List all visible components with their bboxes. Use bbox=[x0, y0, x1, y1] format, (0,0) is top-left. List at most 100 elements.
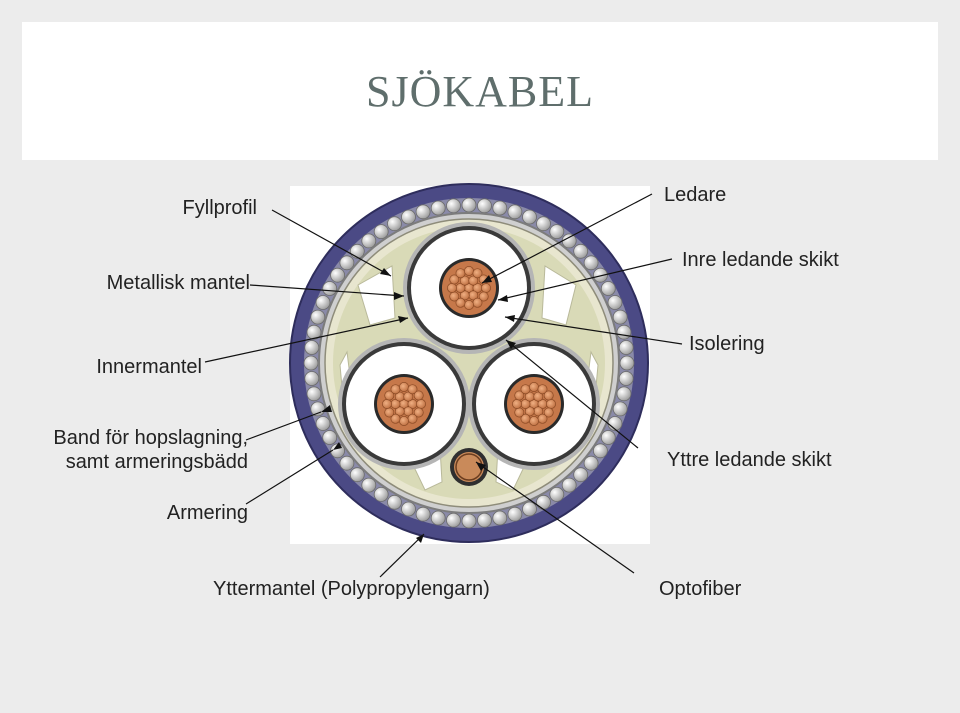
armour-wire bbox=[304, 340, 320, 355]
conductor-strand bbox=[468, 275, 479, 286]
conductor-strand bbox=[390, 384, 401, 395]
label-isolering: Isolering bbox=[689, 333, 765, 355]
armour-wire bbox=[304, 371, 320, 386]
armour-wire bbox=[387, 494, 402, 510]
label-inre-ledande-skikt: Inre ledande skikt bbox=[682, 249, 839, 271]
armour-wire bbox=[600, 430, 616, 445]
label-band-line1: Band för hopslagning, bbox=[53, 427, 248, 449]
label-armering: Armering bbox=[166, 502, 248, 524]
armour-wire bbox=[616, 386, 632, 402]
armour-wire bbox=[549, 224, 565, 240]
leader-armering bbox=[245, 449, 334, 505]
armour-wire bbox=[492, 200, 508, 216]
armour-wire bbox=[593, 267, 608, 283]
armour-wire bbox=[339, 455, 355, 471]
leader-yttermantel bbox=[379, 533, 425, 578]
armour-wire bbox=[349, 467, 365, 483]
armour-wire bbox=[306, 324, 322, 340]
conductor-strand bbox=[449, 274, 460, 285]
armour-wire bbox=[361, 233, 377, 249]
armour-wire bbox=[549, 486, 565, 502]
armour-wire bbox=[536, 494, 551, 510]
label-optofiber: Optofiber bbox=[659, 578, 742, 600]
armour-wire bbox=[315, 295, 331, 310]
conductor-strand bbox=[390, 413, 401, 424]
leader-metallisk-mantel bbox=[249, 284, 405, 297]
conductor-strand bbox=[447, 283, 457, 293]
conductor-strand bbox=[543, 407, 554, 418]
armour-wire bbox=[612, 401, 628, 417]
armour-wire bbox=[446, 198, 461, 214]
armour-wire bbox=[583, 455, 599, 471]
armour-wire bbox=[522, 501, 537, 517]
label-fyllprofil: Fyllprofil bbox=[182, 197, 257, 219]
armour-wire bbox=[415, 506, 431, 522]
armour-wire bbox=[507, 506, 523, 522]
conductor-strand bbox=[413, 407, 424, 418]
armour-wire bbox=[322, 281, 338, 296]
conductor-strand bbox=[403, 391, 414, 402]
armour-wire bbox=[387, 216, 402, 232]
conductor-strand bbox=[472, 268, 483, 279]
armour-wire bbox=[349, 243, 365, 259]
armour-wire bbox=[583, 255, 599, 271]
conductor-strand bbox=[543, 390, 554, 401]
label-yttre-ledande-skikt: Yttre ledande skikt bbox=[667, 449, 832, 471]
armour-wire bbox=[507, 204, 523, 220]
conductor-strand bbox=[464, 266, 474, 276]
armour-wire bbox=[401, 501, 416, 517]
conductor-strand bbox=[407, 384, 418, 395]
conductor-strand bbox=[472, 297, 483, 308]
armour-wire bbox=[461, 513, 477, 529]
armour-wire bbox=[573, 467, 589, 483]
slide-title: SJÖKABEL bbox=[365, 67, 595, 116]
conductor-strand bbox=[520, 413, 531, 424]
conductor-strand bbox=[416, 399, 426, 409]
label-metallisk-mantel: Metallisk mantel bbox=[106, 272, 250, 294]
armour-wire bbox=[492, 510, 508, 526]
armour-wire bbox=[600, 281, 616, 296]
armour-wire bbox=[619, 355, 635, 371]
armour-wire bbox=[618, 340, 634, 355]
armour-wire bbox=[373, 224, 389, 240]
conductor-strand bbox=[384, 407, 395, 418]
armour-wire bbox=[522, 209, 537, 225]
core-left bbox=[338, 338, 470, 470]
conductor-strand bbox=[478, 291, 489, 302]
leader-arrowheads bbox=[321, 268, 516, 543]
armour-wire bbox=[315, 416, 331, 431]
conductor-strand bbox=[407, 413, 418, 424]
conductor-strand bbox=[520, 384, 531, 395]
conductor-strand bbox=[455, 297, 466, 308]
label-yttermantel: Yttermantel (Polypropylengarn) bbox=[213, 578, 490, 600]
armour-wire bbox=[430, 200, 446, 216]
conductor-strand bbox=[399, 382, 409, 392]
core-right bbox=[468, 338, 600, 470]
armour-wire bbox=[430, 510, 446, 526]
conductor-strand bbox=[537, 413, 548, 424]
leader-inre-ledande-skikt bbox=[497, 258, 673, 301]
conductor-strand bbox=[512, 399, 522, 409]
conductor-strand bbox=[514, 407, 525, 418]
conductor-strand bbox=[394, 406, 405, 417]
conductor-strand bbox=[455, 268, 466, 279]
label-innermantel: Innermantel bbox=[96, 356, 202, 378]
armour-wire bbox=[446, 512, 461, 528]
armour-wire bbox=[339, 255, 355, 271]
armour-wire bbox=[477, 512, 492, 528]
leader-yttre-ledande-skikt bbox=[505, 339, 639, 449]
leader-ledare bbox=[481, 193, 653, 284]
armour-wire bbox=[618, 371, 634, 386]
armour-wire bbox=[310, 309, 326, 325]
conductor-strand bbox=[399, 416, 409, 426]
conductor-strand bbox=[546, 399, 556, 409]
label-ledare: Ledare bbox=[664, 184, 727, 206]
conductor-strand bbox=[529, 382, 539, 392]
optical-fibre bbox=[450, 448, 488, 486]
core-top bbox=[403, 222, 535, 354]
armour-wire bbox=[593, 443, 608, 459]
leader-isolering bbox=[504, 316, 683, 345]
title-band bbox=[22, 22, 938, 160]
